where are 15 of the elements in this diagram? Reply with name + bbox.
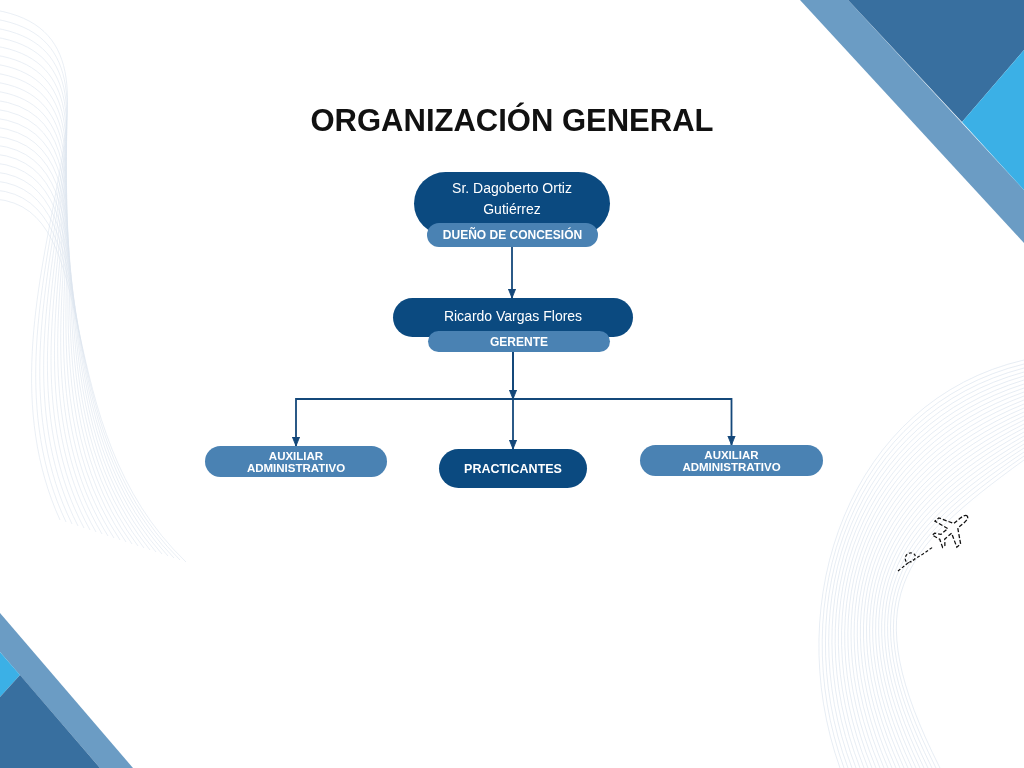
person-name: Ricardo Vargas Flores (443, 306, 583, 326)
org-chart-node (393, 298, 633, 352)
org-chart-node (414, 172, 610, 247)
person-name: Sr. Dagoberto Ortiz Gutiérrez (451, 179, 573, 219)
job-title: PRACTICANTES (464, 461, 562, 476)
job-title: AUXILIAR ADMINISTRATIVO (245, 449, 347, 474)
job-title: GERENTE (490, 334, 548, 349)
connector-arrow (512, 351, 736, 446)
org-chart-node (439, 449, 587, 488)
job-title: AUXILIAR ADMINISTRATIVO (681, 448, 782, 473)
connector-arrow (507, 246, 517, 299)
page-title: ORGANIZACIÓN GENERAL (310, 103, 714, 139)
org-chart-node (205, 446, 387, 477)
org-chart-node (640, 445, 823, 476)
job-title: DUEÑO DE CONCESIÓN (442, 227, 583, 243)
